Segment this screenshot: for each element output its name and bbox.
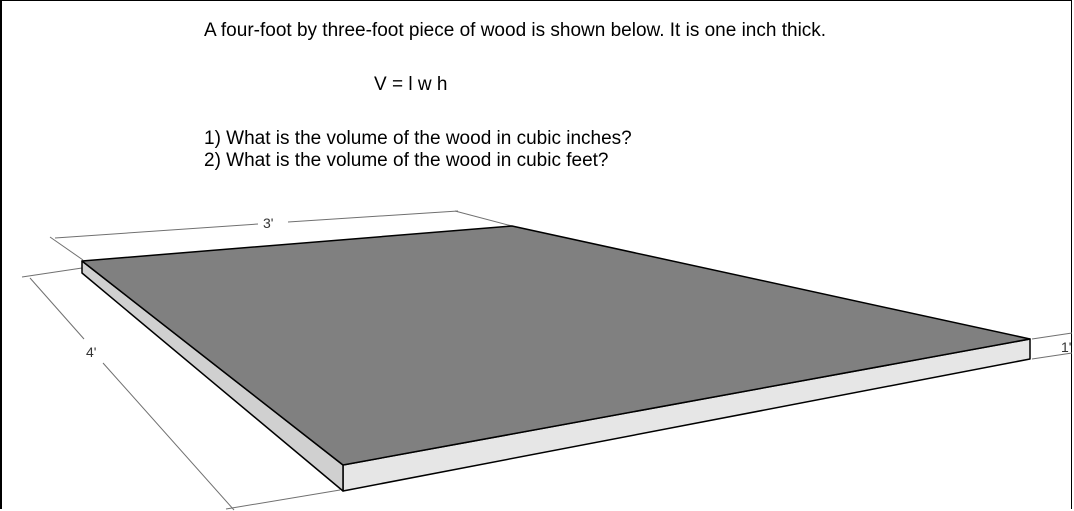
problem-statement: A four-foot by three-foot piece of wood … [204,20,827,41]
question-1: 1) What is the volume of the wood in cub… [204,128,632,149]
thickness-extension-top [1031,332,1073,340]
width-dimension-line-right [287,210,459,223]
width-dimension-label: 3' [263,215,273,231]
question-list: 1) What is the volume of the wood in cub… [204,128,632,172]
volume-formula: V = l w h [374,74,448,95]
length-extension-top [21,267,83,278]
thickness-dimension-label: 1' [1061,339,1071,355]
board-top-face [81,225,1031,466]
dimension-lines [21,210,1073,511]
width-extension-left [49,236,84,261]
length-dimension-line-top [29,277,85,340]
length-dimension-label: 4' [86,344,96,360]
length-extension-bottom [225,489,341,510]
question-2: 2) What is the volume of the wood in cub… [204,150,609,171]
width-dimension-line-left [54,223,259,239]
length-dimension-line-bottom [102,362,235,511]
width-extension-right [454,210,513,227]
thickness-extension-bottom [1031,352,1073,360]
